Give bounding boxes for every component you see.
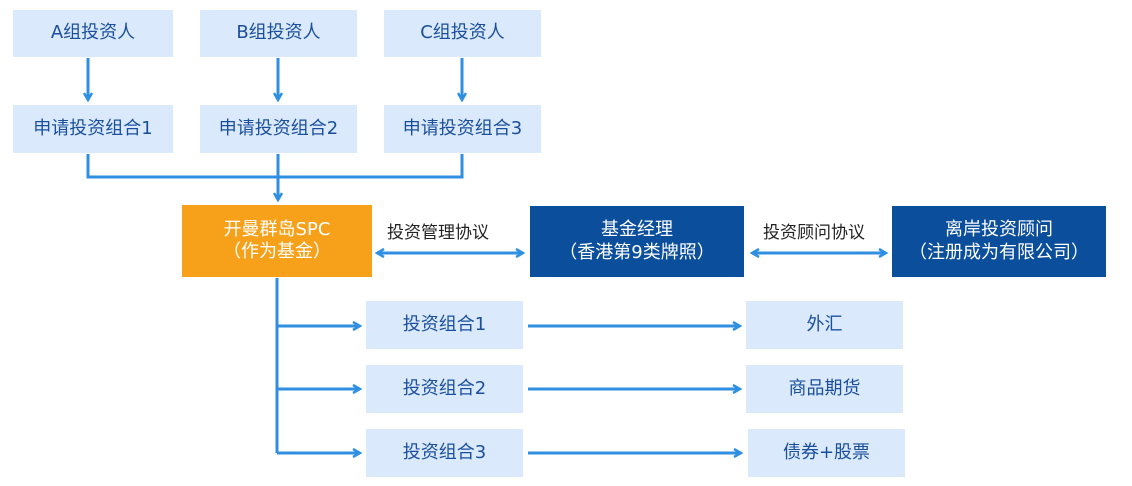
manager-title: 基金经理 (601, 219, 673, 240)
portfolio-box-3: 投资组合3 (366, 429, 523, 477)
manager-subtitle: （香港第9类牌照） (559, 241, 715, 263)
application-box-2: 申请投资组合2 (200, 105, 357, 153)
adviser-title: 离岸投资顾问 (945, 219, 1053, 240)
spc-title: 开曼群岛SPC (223, 218, 331, 240)
merge-line (86, 154, 464, 179)
portfolio-box-1: 投资组合1 (366, 301, 523, 349)
application-box-1: 申请投资组合1 (13, 105, 173, 153)
investor-box-c: C组投资人 (384, 10, 541, 57)
investor-box-b: B组投资人 (200, 10, 357, 57)
application-box-3: 申请投资组合3 (384, 105, 541, 153)
investor-box-a: A组投资人 (13, 10, 173, 57)
asset-box-fx: 外汇 (746, 301, 903, 349)
fund-manager-box: 基金经理 （香港第9类牌照） (530, 206, 744, 277)
offshore-adviser-box: 离岸投资顾问 （注册成为有限公司） (892, 206, 1106, 277)
asset-box-commodities: 商品期货 (746, 365, 903, 413)
portfolio-box-2: 投资组合2 (366, 365, 523, 413)
adviser-subtitle: （注册成为有限公司） (909, 241, 1089, 263)
advisory-agreement-label: 投资顾问协议 (763, 223, 865, 243)
management-agreement-label: 投资管理协议 (387, 223, 489, 243)
spc-fund-box: 开曼群岛SPC （作为基金） (182, 205, 372, 277)
asset-box-bonds-stocks: 债券+股票 (748, 429, 905, 477)
spc-subtitle: （作为基金） (223, 241, 331, 262)
